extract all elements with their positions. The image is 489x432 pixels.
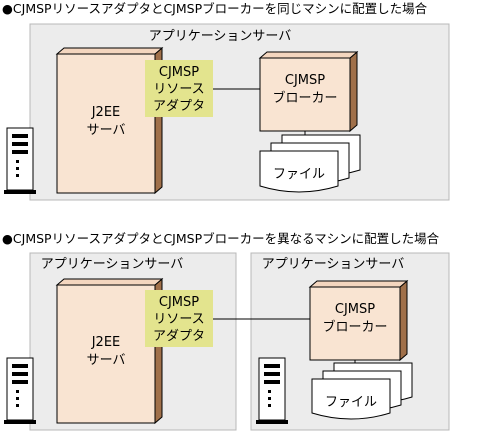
scenario2-file-stack xyxy=(311,362,413,420)
scenario1-computer-icon xyxy=(3,127,37,195)
scenario2-resource-adapter xyxy=(145,290,213,347)
scenario2-j2ee-server-box xyxy=(55,277,164,425)
scenario1-adapter-label-2: リソース xyxy=(153,82,204,97)
scenario2-adapter-label-1: CJMSP xyxy=(159,295,199,310)
scenario2-broker-label-1: CJMSP xyxy=(335,302,375,317)
scenario2-broker-label-2: ブローカー xyxy=(322,319,387,335)
scenario1-app-server-label: アプリケーションサーバ xyxy=(149,29,292,44)
scenario1-j2ee-label-1: J2EE xyxy=(91,105,121,120)
scenario2-broker-box xyxy=(308,279,409,362)
scenario1-file-stack xyxy=(259,134,361,193)
scenario1-broker-label-2: ブローカー xyxy=(272,90,337,106)
scenario2-j2ee-label-2: サーバ xyxy=(87,353,126,368)
scenario1-caption: ●CJMSPリソースアダプタとCJMSPブローカーを同じマシンに配置した場合 xyxy=(2,1,428,16)
scenario2-right-computer-icon xyxy=(255,357,289,425)
scenario1-file-label: ファイル xyxy=(273,167,325,182)
scenario1-broker-box xyxy=(258,50,359,133)
scenario1-broker-label-1: CJMSP xyxy=(285,73,325,88)
scenario2-caption: ●CJMSPリソースアダプタとCJMSPブローカーを異なるマシンに配置した場合 xyxy=(2,231,440,246)
scenario2-adapter-label-3: アダプタ xyxy=(153,329,205,344)
scenario1-j2ee-label-2: サーバ xyxy=(87,123,126,138)
scenario2-file-label: ファイル xyxy=(325,395,377,410)
scenario1-adapter-label-3: アダプタ xyxy=(153,99,205,114)
scenario2-adapter-label-2: リソース xyxy=(153,312,204,327)
scenario1-resource-adapter xyxy=(145,60,213,117)
scenario1-adapter-label-1: CJMSP xyxy=(159,65,199,80)
scenario2-j2ee-label-1: J2EE xyxy=(91,335,121,350)
scenario2-right-app-server-label: アプリケーションサーバ xyxy=(262,257,405,272)
scenario2-left-app-server-label: アプリケーションサーバ xyxy=(41,257,184,272)
scenario2-left-computer-icon xyxy=(3,357,37,425)
